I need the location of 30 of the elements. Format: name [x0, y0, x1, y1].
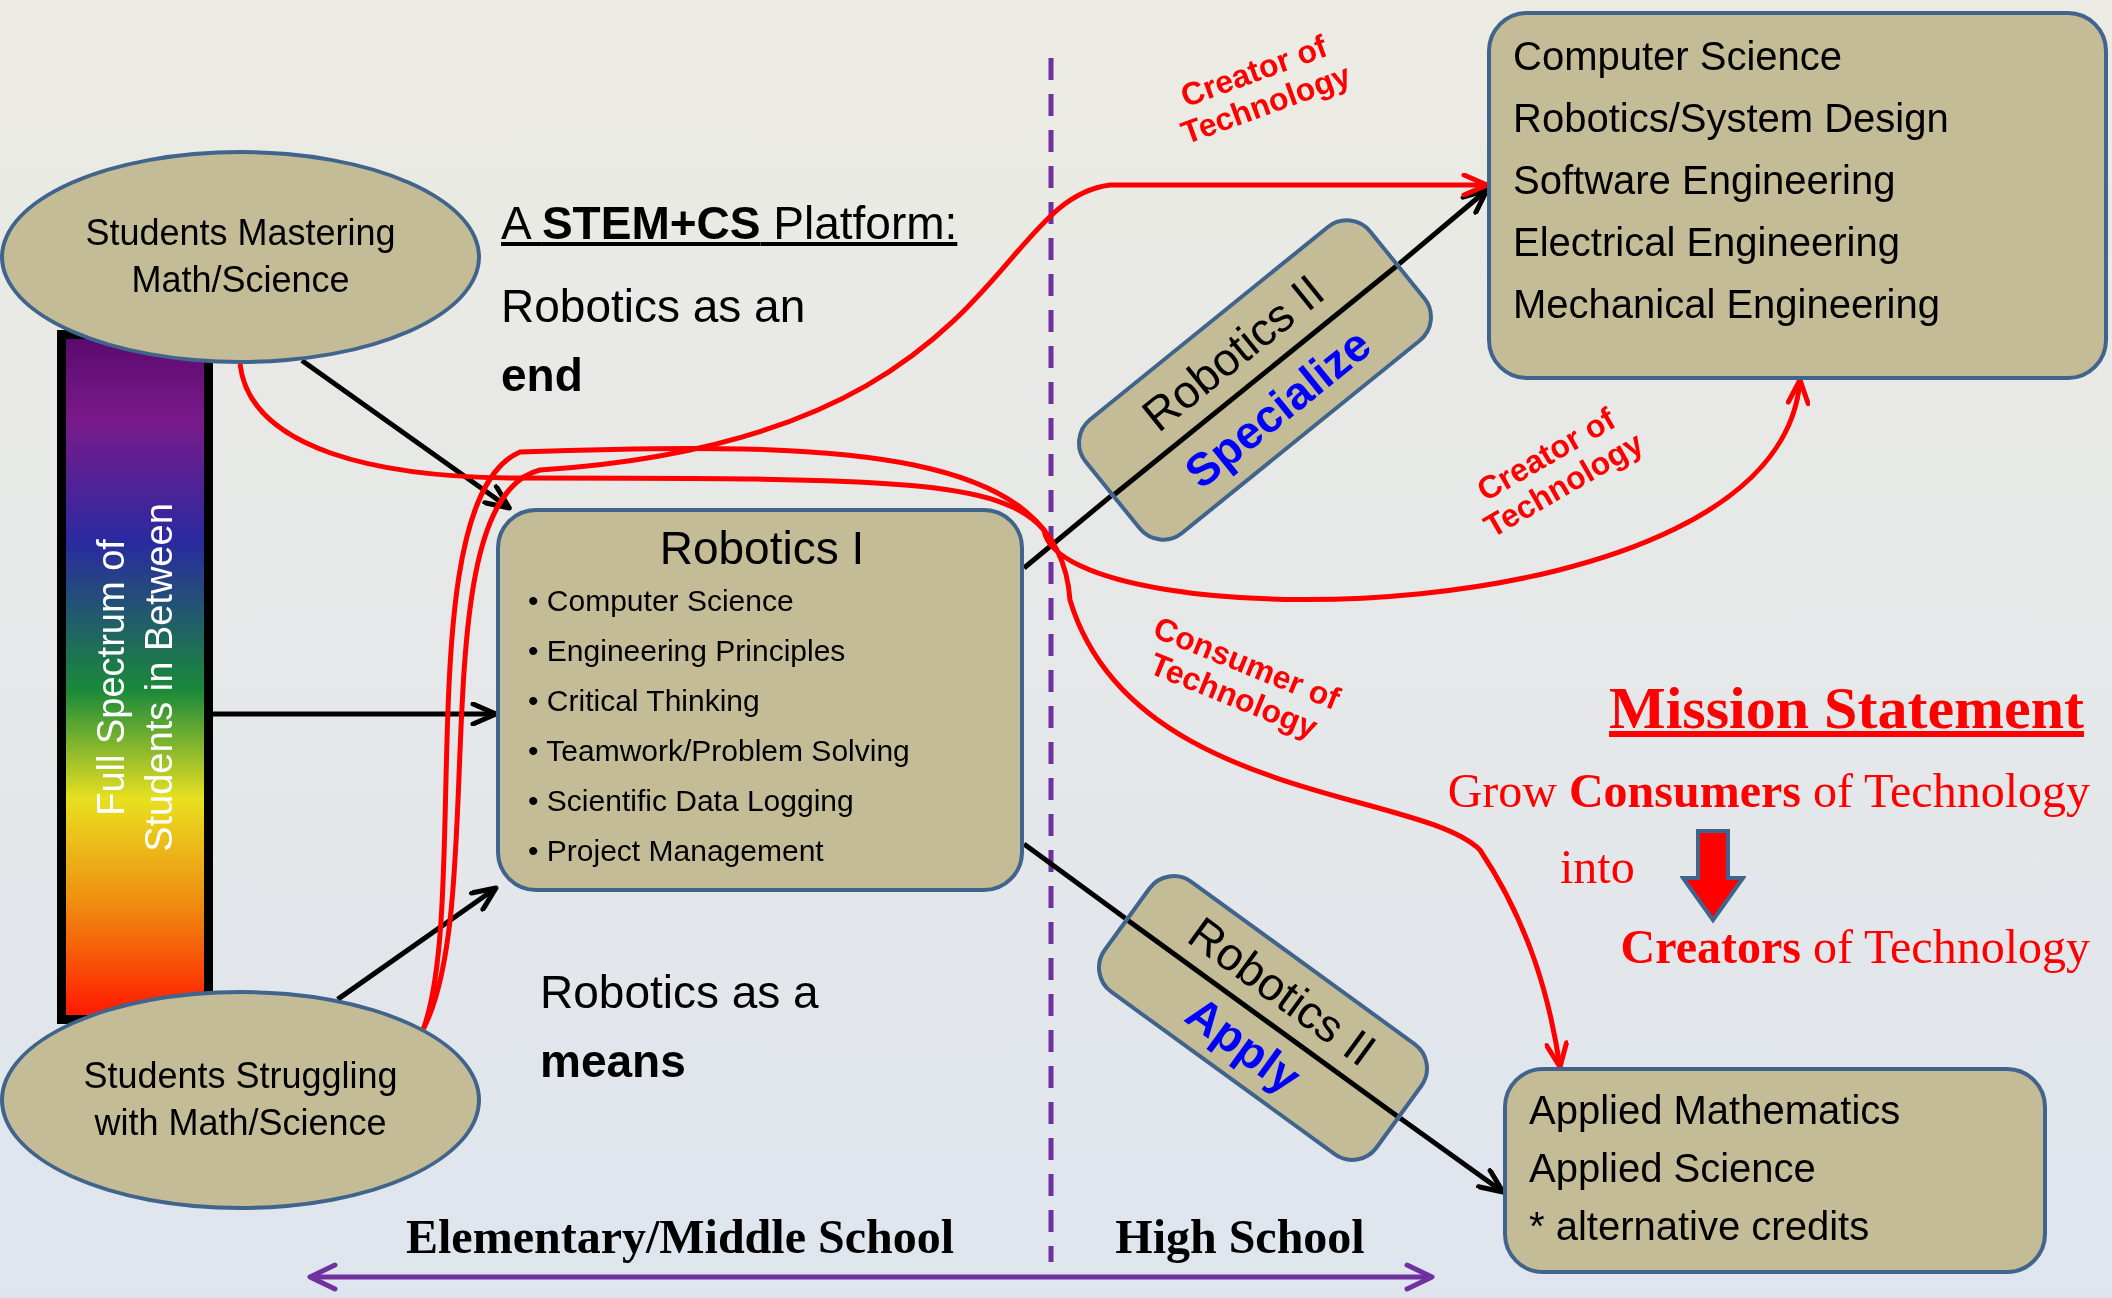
curved-arrow	[421, 445, 1569, 1070]
school-level-label: High School	[1114, 1209, 1366, 1265]
list-item: Mechanical Engineering	[1513, 281, 1941, 328]
node-text: Full Spectrum of Students in Between	[88, 501, 180, 854]
list-item: Electrical Engineering	[1513, 219, 1901, 266]
career-box	[1487, 11, 2108, 380]
list-item: Software Engineering	[1513, 157, 1897, 204]
list-item: Applied Mathematics	[1529, 1087, 1902, 1134]
mission-title: Mission Statement	[1609, 674, 2084, 743]
list-item: • Critical Thinking	[527, 683, 761, 719]
mission-text: into	[1560, 839, 1635, 895]
list-item: • Engineering Principles	[527, 633, 847, 669]
list-item: Robotics/System Design	[1513, 95, 1950, 142]
connector-line	[1022, 842, 1127, 921]
list-item: • Teamwork/Problem Solving	[527, 733, 911, 769]
course-box	[496, 508, 1024, 892]
node-text: Students Mastering Math/Science	[84, 211, 397, 302]
platform-note: Robotics as a means	[540, 965, 820, 1089]
mission-text: Grow Consumers of Technology	[1447, 763, 2090, 819]
platform-heading: A STEM+CS Platform:	[501, 196, 958, 251]
node-text: Students Struggling with Math/Science	[82, 1054, 399, 1145]
school-level-label: Elementary/Middle School	[405, 1209, 955, 1265]
mission-text: Creators of Technology	[1620, 919, 2090, 975]
arrow	[336, 885, 499, 1002]
list-item: Applied Science	[1529, 1145, 1817, 1192]
career-box	[1503, 1067, 2047, 1274]
list-item: • Scientific Data Logging	[527, 783, 855, 819]
list-item: • Project Management	[527, 833, 825, 869]
list-item: * alternative credits	[1529, 1203, 1871, 1250]
list-item: Computer Science	[1513, 33, 1844, 80]
